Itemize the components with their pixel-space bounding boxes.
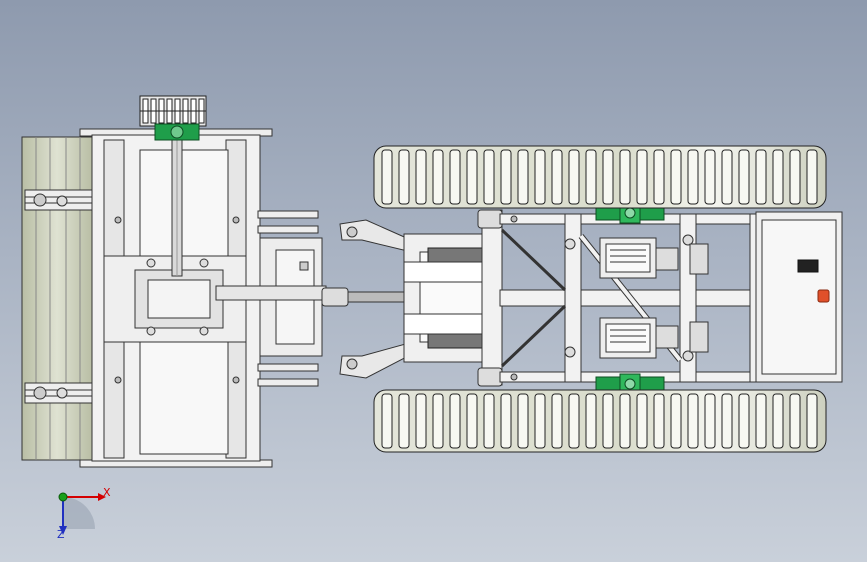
track-link <box>755 149 767 205</box>
track-link <box>687 393 699 449</box>
track-link <box>670 149 682 205</box>
track-top[interactable] <box>373 145 827 209</box>
track-link <box>415 149 427 205</box>
track-link <box>721 149 733 205</box>
roller-bracket-top <box>24 189 111 211</box>
track-link <box>602 393 614 449</box>
track-bottom[interactable] <box>373 389 827 453</box>
track-link <box>755 393 767 449</box>
track-link <box>568 393 580 449</box>
track-link <box>534 393 546 449</box>
lift-arm-bottom[interactable] <box>339 339 421 379</box>
track-link <box>789 149 801 205</box>
bearing-housing-top[interactable] <box>595 202 665 224</box>
track-link <box>551 393 563 449</box>
track-link <box>415 393 427 449</box>
roller-drum[interactable] <box>21 136 93 461</box>
track-link <box>483 149 495 205</box>
pump-motor[interactable] <box>403 233 501 363</box>
roller-bracket-bottom <box>24 382 111 404</box>
track-link <box>653 149 665 205</box>
track-link <box>619 393 631 449</box>
track-link <box>602 149 614 205</box>
track-link <box>636 393 648 449</box>
track-link <box>517 393 529 449</box>
coordinate-triad <box>58 492 106 535</box>
x-axis-label: X <box>103 486 111 499</box>
track-link <box>568 149 580 205</box>
track-link <box>432 149 444 205</box>
z-axis-label: Z <box>57 528 65 541</box>
track-link <box>653 393 665 449</box>
track-link <box>772 149 784 205</box>
track-link <box>381 393 393 449</box>
track-link <box>585 149 597 205</box>
track-link <box>381 149 393 205</box>
bearing-housing-left[interactable] <box>154 123 200 141</box>
track-link <box>432 393 444 449</box>
track-link <box>636 149 648 205</box>
y-axis-dot <box>58 492 68 502</box>
track-link <box>585 393 597 449</box>
track-link <box>483 393 495 449</box>
track-link <box>398 393 410 449</box>
track-link <box>721 393 733 449</box>
track-link <box>687 149 699 205</box>
track-link <box>500 393 512 449</box>
track-link <box>670 393 682 449</box>
track-link <box>704 149 716 205</box>
link-arms[interactable] <box>215 210 327 387</box>
track-link <box>806 149 818 205</box>
track-link <box>500 149 512 205</box>
track-link <box>738 149 750 205</box>
track-link <box>551 149 563 205</box>
display-window <box>797 259 819 273</box>
track-link <box>534 149 546 205</box>
track-link <box>772 393 784 449</box>
power-indicator[interactable] <box>817 289 830 303</box>
track-link <box>398 149 410 205</box>
drive-shaft[interactable] <box>171 139 183 277</box>
track-link <box>449 393 461 449</box>
track-link <box>466 393 478 449</box>
track-link <box>517 149 529 205</box>
track-link <box>789 393 801 449</box>
track-link <box>806 393 818 449</box>
track-link <box>738 393 750 449</box>
track-link <box>466 149 478 205</box>
track-link <box>619 149 631 205</box>
control-box[interactable] <box>755 211 843 383</box>
drive-motor-bottom[interactable] <box>599 317 709 359</box>
drive-motor-top[interactable] <box>599 237 709 279</box>
track-link <box>704 393 716 449</box>
track-link <box>449 149 461 205</box>
sprocket-assembly[interactable] <box>139 95 207 127</box>
